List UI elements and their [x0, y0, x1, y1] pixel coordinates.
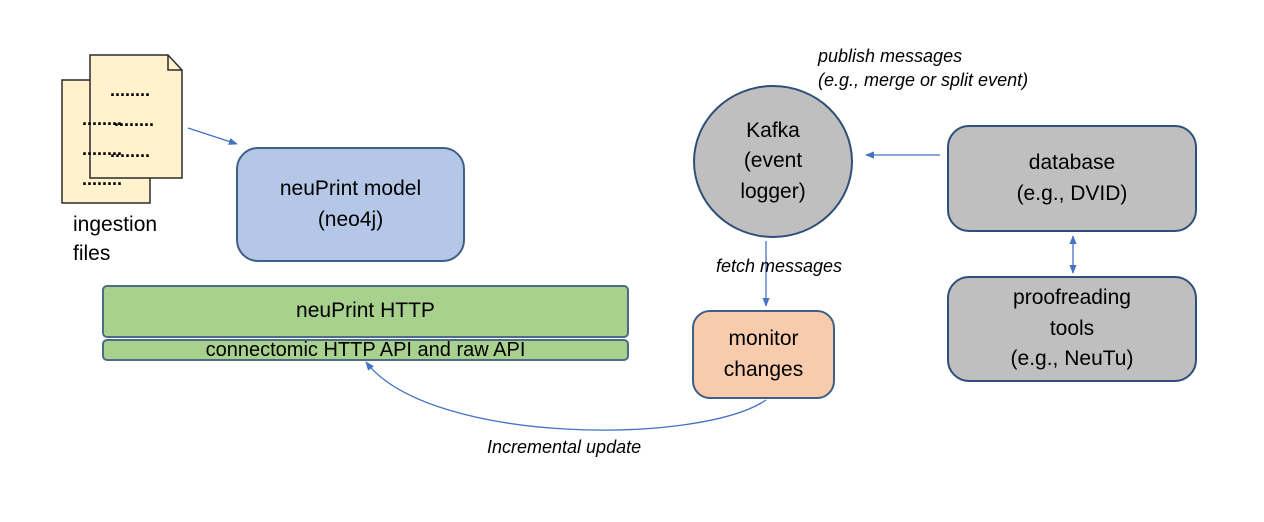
neuprint-model-box: neuPrint model (neo4j): [236, 147, 465, 262]
arrow-files-to-model: [187, 127, 238, 145]
file-dots: ........: [82, 169, 122, 189]
database-box: database (e.g., DVID): [947, 125, 1197, 232]
connectomic-api-label: connectomic HTTP API and raw API: [205, 339, 526, 361]
ingestion-files-label: ingestion files: [73, 213, 158, 266]
kafka-label: Kafka (event logger): [740, 118, 806, 203]
database-label: database (e.g., DVID): [1016, 151, 1128, 205]
incremental-update-annotation: Incremental update: [487, 437, 642, 457]
monitor-changes-box: monitor changes: [692, 310, 835, 399]
connectomic-api-box: connectomic HTTP API and raw API: [102, 339, 629, 361]
fetch-messages-annotation: fetch messages: [716, 256, 843, 276]
arrow-incremental-update: [365, 361, 767, 431]
publish-messages-annotation: publish messages (e.g., merge or split e…: [818, 46, 1029, 91]
kafka-node: Kafka (event logger): [693, 85, 853, 238]
file-dots: ........: [110, 80, 150, 100]
file-dots: ........: [110, 141, 150, 161]
monitor-label: monitor changes: [723, 327, 804, 381]
file-dots: ........: [114, 110, 154, 130]
file-dots: ........: [82, 109, 122, 129]
proofreading-label: proofreading tools (e.g., NeuTu): [1010, 286, 1134, 371]
file-dots: ........: [82, 139, 122, 159]
neuprint-http-box: neuPrint HTTP: [102, 285, 629, 338]
ingestion-file-front-icon: [89, 54, 183, 179]
neuprint-model-label: neuPrint model (neo4j): [279, 177, 422, 231]
proofreading-tools-box: proofreading tools (e.g., NeuTu): [947, 276, 1197, 382]
neuprint-http-label: neuPrint HTTP: [296, 299, 435, 323]
